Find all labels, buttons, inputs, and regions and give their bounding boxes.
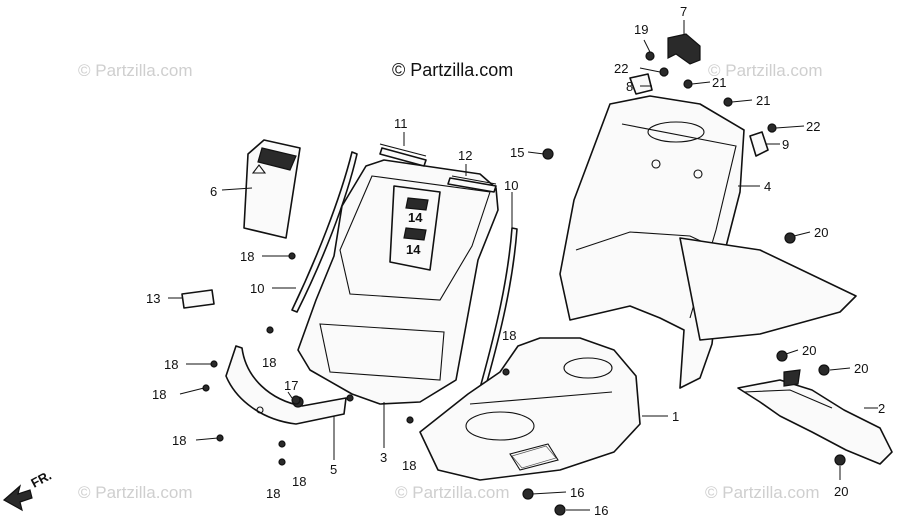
part-8-clip xyxy=(629,73,653,95)
callout-1: 1 xyxy=(672,409,679,424)
watermark-top-right: © Partzilla.com xyxy=(708,61,823,80)
callout-18-c: 18 xyxy=(164,357,178,372)
brand-label: © Partzilla.com xyxy=(392,60,513,80)
callout-16-lower: 16 xyxy=(594,503,608,518)
part-5-lower-trim-bar xyxy=(225,345,347,425)
callout-19: 19 xyxy=(634,22,648,37)
part-10-left-trim-strip xyxy=(291,151,358,313)
callout-14-lower: 14 xyxy=(406,242,421,257)
callout-8: 8 xyxy=(626,79,633,94)
callout-21-a: 21 xyxy=(712,75,726,90)
front-direction-arrow: FR. xyxy=(2,468,54,512)
callout-10-left: 10 xyxy=(250,281,264,296)
watermark-top-left: © Partzilla.com xyxy=(78,61,193,80)
callout-18-i: 18 xyxy=(502,328,516,343)
direction-label: FR. xyxy=(28,468,54,491)
callout-14-upper: 14 xyxy=(408,210,423,225)
part-4-leg-shield xyxy=(559,95,857,389)
part-7-clip xyxy=(667,33,701,65)
callout-15: 15 xyxy=(510,145,524,160)
callout-10-right: 10 xyxy=(504,178,518,193)
part-6-pocket-lid xyxy=(243,139,301,239)
callout-3: 3 xyxy=(380,450,387,465)
callout-22-a: 22 xyxy=(614,61,628,76)
part-2-front-fender xyxy=(737,369,893,465)
callout-20-b: 20 xyxy=(802,343,816,358)
fasteners xyxy=(202,51,846,516)
callout-9: 9 xyxy=(782,137,789,152)
callout-11: 11 xyxy=(394,116,408,131)
callout-12: 12 xyxy=(458,148,472,163)
callout-22-b: 22 xyxy=(806,119,820,134)
callout-18-e: 18 xyxy=(172,433,186,448)
leader-lines xyxy=(168,20,878,511)
watermark-bottom-center: © Partzilla.com xyxy=(395,483,510,502)
callout-16-upper: 16 xyxy=(570,485,584,500)
callout-18-h: 18 xyxy=(402,458,416,473)
callout-18-b: 18 xyxy=(262,355,276,370)
callout-18-g: 18 xyxy=(266,486,280,501)
callout-18-a: 18 xyxy=(240,249,254,264)
callout-2: 2 xyxy=(878,401,885,416)
callout-6: 6 xyxy=(210,184,217,199)
callout-4: 4 xyxy=(764,179,771,194)
callout-20-d: 20 xyxy=(834,484,848,499)
callout-18-f: 18 xyxy=(292,474,306,489)
callout-13: 13 xyxy=(146,291,160,306)
callout-5: 5 xyxy=(330,462,337,477)
part-1-front-cover xyxy=(419,337,641,481)
callout-20-c: 20 xyxy=(854,361,868,376)
part-9-clip xyxy=(749,131,769,157)
watermark-bottom-left: © Partzilla.com xyxy=(78,483,193,502)
callout-21-b: 21 xyxy=(756,93,770,108)
part-13-cushion xyxy=(181,289,215,309)
part-3-inner-cover xyxy=(297,143,499,405)
callout-labels: 1 2 3 4 5 6 7 8 9 10 10 11 12 13 14 14 1… xyxy=(146,4,885,518)
callout-17: 17 xyxy=(284,378,298,393)
callout-7: 7 xyxy=(680,4,687,19)
watermark-bottom-right: © Partzilla.com xyxy=(705,483,820,502)
callout-18-d: 18 xyxy=(152,387,166,402)
callout-20-a: 20 xyxy=(814,225,828,240)
